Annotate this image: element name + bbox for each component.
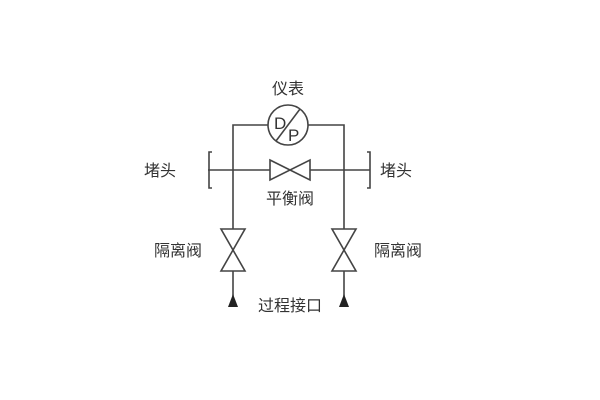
balance-valve-icon bbox=[269, 158, 311, 182]
balance-valve-label: 平衡阀 bbox=[266, 189, 314, 208]
isolation-left-label: 隔离阀 bbox=[154, 241, 202, 260]
process-connection-label: 过程接口 bbox=[258, 296, 322, 315]
left-plug-icon bbox=[208, 151, 212, 189]
right-isolation-valve-icon bbox=[330, 228, 358, 272]
right-process-connection-icon bbox=[339, 294, 349, 307]
left-process-connection-icon bbox=[228, 294, 238, 307]
gauge-d-label: D bbox=[274, 114, 286, 133]
right-plug-icon bbox=[367, 151, 371, 189]
instrument-label: 仪表 bbox=[272, 79, 304, 98]
gauge-p-label: P bbox=[288, 126, 299, 145]
right-pipe bbox=[308, 124, 345, 229]
plug-right-label: 堵头 bbox=[380, 161, 412, 180]
dp-gauge-icon: D P bbox=[267, 104, 309, 146]
isolation-right-label: 隔离阀 bbox=[374, 241, 422, 260]
plug-left-label: 堵头 bbox=[144, 161, 176, 180]
left-isolation-valve-icon bbox=[219, 228, 247, 272]
left-pipe bbox=[232, 124, 268, 229]
